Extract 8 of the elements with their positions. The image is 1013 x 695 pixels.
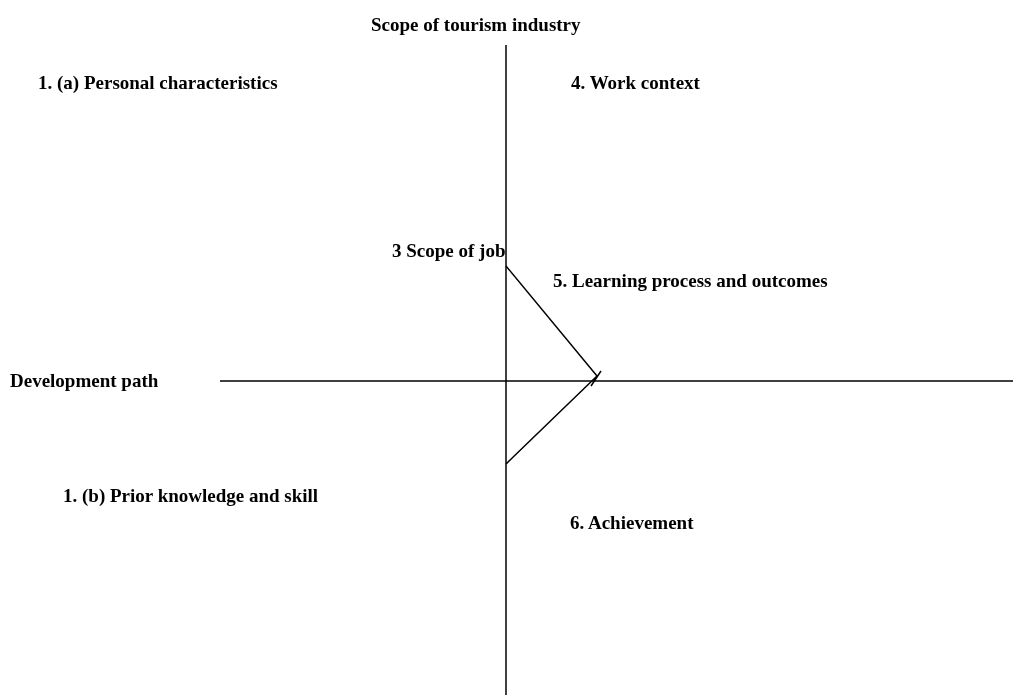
quadrant-label: 6. Achievement bbox=[570, 512, 694, 534]
axis-label: Scope of tourism industry bbox=[371, 14, 581, 36]
quadrant-label: 1. (b) Prior knowledge and skill bbox=[63, 485, 319, 507]
quadrant-label: 1. (a) Personal characteristics bbox=[38, 72, 278, 94]
axis-label: Development path bbox=[10, 370, 159, 392]
quadrant-label: 3 Scope of job bbox=[392, 240, 506, 262]
quadrant-label: 4. Work context bbox=[571, 72, 700, 94]
quadrant-label: 5. Learning process and outcomes bbox=[553, 270, 828, 292]
